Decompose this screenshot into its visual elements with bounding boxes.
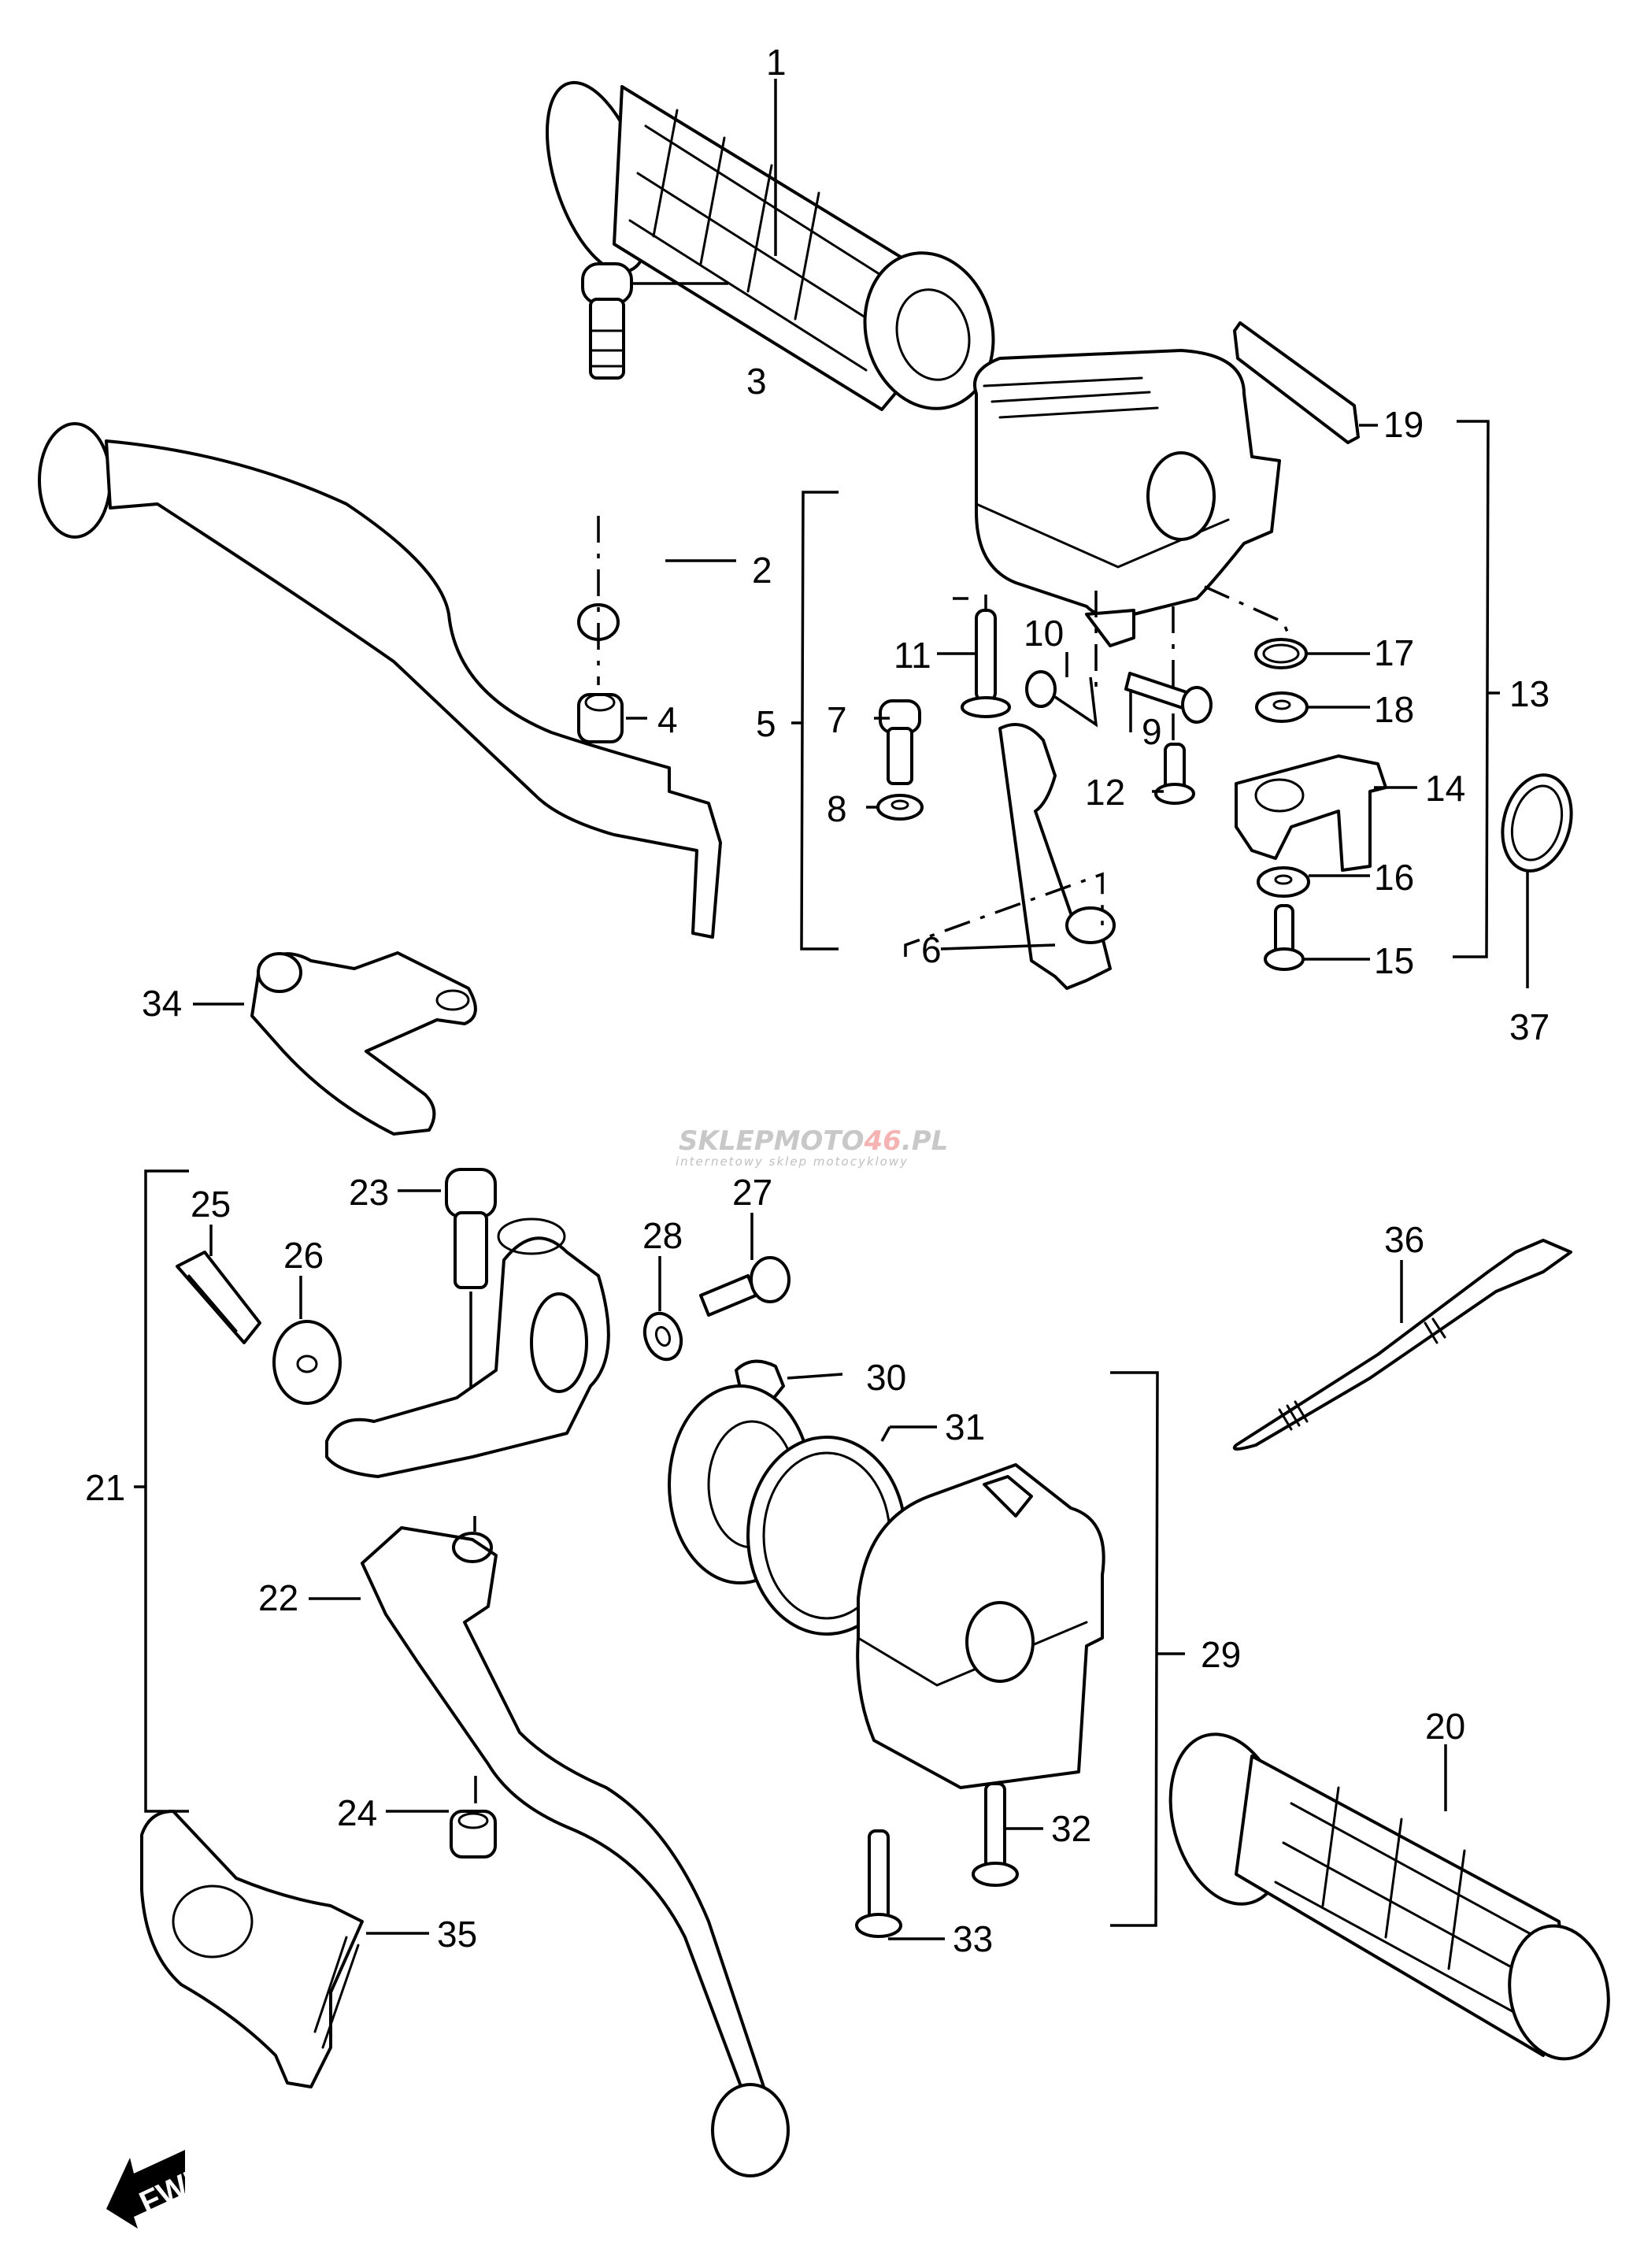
- part-1-grip-left[interactable]: [527, 70, 1010, 423]
- callout-16: 16: [1374, 857, 1414, 898]
- callout-28: 28: [642, 1215, 683, 1256]
- part-6-lever[interactable]: [998, 723, 1116, 990]
- part-16-washer[interactable]: [1257, 866, 1310, 898]
- part-7-bolt[interactable]: [879, 699, 921, 785]
- callout-37: 37: [1509, 1006, 1550, 1047]
- part-33-screw[interactable]: [855, 1829, 902, 1938]
- part-31-throttle-ring[interactable]: [668, 1384, 907, 1636]
- callout-18: 18: [1374, 689, 1414, 730]
- part-20-grip-right[interactable]: [1153, 1721, 1619, 2067]
- callout-24: 24: [337, 1792, 377, 1833]
- part-10-nut[interactable]: [1025, 670, 1057, 708]
- part-27-bolt[interactable]: [699, 1256, 791, 1317]
- callout-29: 29: [1201, 1634, 1241, 1675]
- part-24-nut[interactable]: [450, 1810, 497, 1858]
- callout-36: 36: [1384, 1219, 1424, 1260]
- callout-2: 2: [752, 550, 772, 591]
- callout-3: 3: [746, 361, 767, 402]
- part-8-washer[interactable]: [876, 794, 924, 821]
- part-21-lever-bracket[interactable]: [325, 1217, 610, 1478]
- part-18-washer[interactable]: [1255, 691, 1309, 723]
- callout-25: 25: [191, 1184, 231, 1225]
- callout-31: 31: [945, 1406, 985, 1447]
- part-15-screw[interactable]: [1264, 904, 1305, 971]
- part-12-screw[interactable]: [1154, 743, 1195, 805]
- part-34-bracket[interactable]: [250, 951, 477, 1136]
- callout-12: 12: [1085, 772, 1125, 813]
- bracket-13: [1453, 420, 1490, 958]
- callout-7: 7: [827, 699, 847, 740]
- callout-34: 34: [142, 983, 182, 1024]
- part-32-screw[interactable]: [972, 1782, 1019, 1887]
- callout-10: 10: [1024, 613, 1064, 654]
- callout-20: 20: [1425, 1706, 1465, 1747]
- callout-27: 27: [732, 1172, 772, 1213]
- part-22-clutch-lever[interactable]: [361, 1526, 790, 2177]
- callout-4: 4: [657, 699, 678, 740]
- callout-26: 26: [283, 1235, 324, 1276]
- svg-text:SKLEPMOTO46.PL: SKLEPMOTO46.PL: [679, 1125, 948, 1157]
- callout-14: 14: [1425, 768, 1465, 809]
- callout-33: 33: [953, 1918, 993, 1959]
- switch-housing-top[interactable]: [973, 349, 1281, 647]
- callout-8: 8: [827, 788, 847, 829]
- callout-15: 15: [1374, 940, 1414, 981]
- callout-11: 11: [894, 635, 931, 676]
- bracket-29: [1110, 1371, 1159, 1927]
- bracket-5: [800, 491, 839, 951]
- callout-9: 9: [1142, 711, 1162, 752]
- part-19-plate[interactable]: [1233, 321, 1360, 444]
- part-3-pivot-bolt[interactable]: [581, 262, 633, 380]
- callout-32: 32: [1051, 1808, 1091, 1849]
- watermark-tagline: internetowy sklep motocyklowy: [676, 1154, 909, 1169]
- part-35-cover[interactable]: [140, 1810, 364, 2088]
- part-2-brake-lever[interactable]: [38, 422, 722, 939]
- part-26-locknut[interactable]: [272, 1320, 342, 1405]
- part-25-adjuster[interactable]: [176, 1251, 261, 1344]
- callout-17: 17: [1374, 632, 1414, 673]
- bracket-21: [144, 1169, 189, 1813]
- part-36-strap[interactable]: [1232, 1239, 1572, 1451]
- part-28-washer[interactable]: [639, 1308, 687, 1364]
- callout-23: 23: [349, 1172, 389, 1213]
- part-23-bolt[interactable]: [445, 1168, 497, 1289]
- part-11-screw[interactable]: [961, 609, 1011, 718]
- forward-arrow-icon: FWD: [106, 2150, 214, 2229]
- callout-19: 19: [1383, 404, 1424, 445]
- watermark: SKLEPMOTO46.PL internetowy sklep motocyk…: [676, 1125, 948, 1169]
- part-9-screw[interactable]: [1124, 672, 1213, 724]
- switch-housing-bottom[interactable]: [856, 1463, 1105, 1789]
- callout-5: 5: [756, 703, 776, 744]
- callout-21: 21: [85, 1467, 125, 1508]
- part-14-clamp[interactable]: [1235, 754, 1387, 872]
- part-37-oring[interactable]: [1492, 767, 1581, 879]
- callout-30: 30: [866, 1357, 906, 1398]
- part-17-ring[interactable]: [1254, 638, 1308, 669]
- part-4-nut[interactable]: [577, 693, 624, 743]
- callout-22: 22: [258, 1577, 298, 1618]
- callout-35: 35: [437, 1914, 477, 1955]
- callout-1: 1: [766, 42, 787, 83]
- callout-6: 6: [921, 929, 942, 970]
- callout-13: 13: [1509, 673, 1550, 714]
